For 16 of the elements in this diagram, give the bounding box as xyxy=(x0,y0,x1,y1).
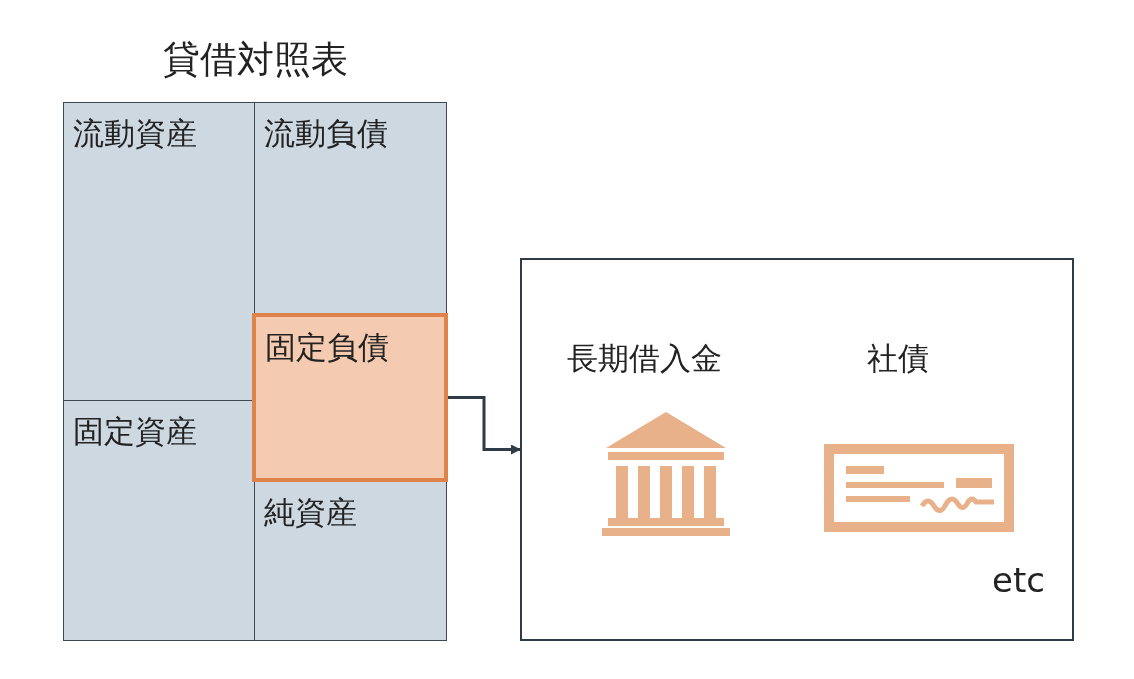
account-name: 長期借入金 xyxy=(567,340,722,378)
account-box xyxy=(63,102,255,401)
detail-box xyxy=(520,258,1074,641)
highlight-box xyxy=(252,313,448,482)
account-name: 固定資産 xyxy=(73,413,197,451)
arrow xyxy=(448,396,521,455)
account-name: 流動資産 xyxy=(73,115,197,153)
account-box xyxy=(254,481,447,641)
etc-text: etc xyxy=(992,560,1045,601)
account-name: 社債 xyxy=(867,340,929,378)
account-name: 流動負債 xyxy=(264,115,388,153)
account-box xyxy=(254,102,447,314)
account-name: 純資産 xyxy=(264,494,357,532)
account-name: 固定負債 xyxy=(265,329,389,367)
account-box xyxy=(63,400,255,641)
title: 貸借対照表 xyxy=(161,38,349,83)
